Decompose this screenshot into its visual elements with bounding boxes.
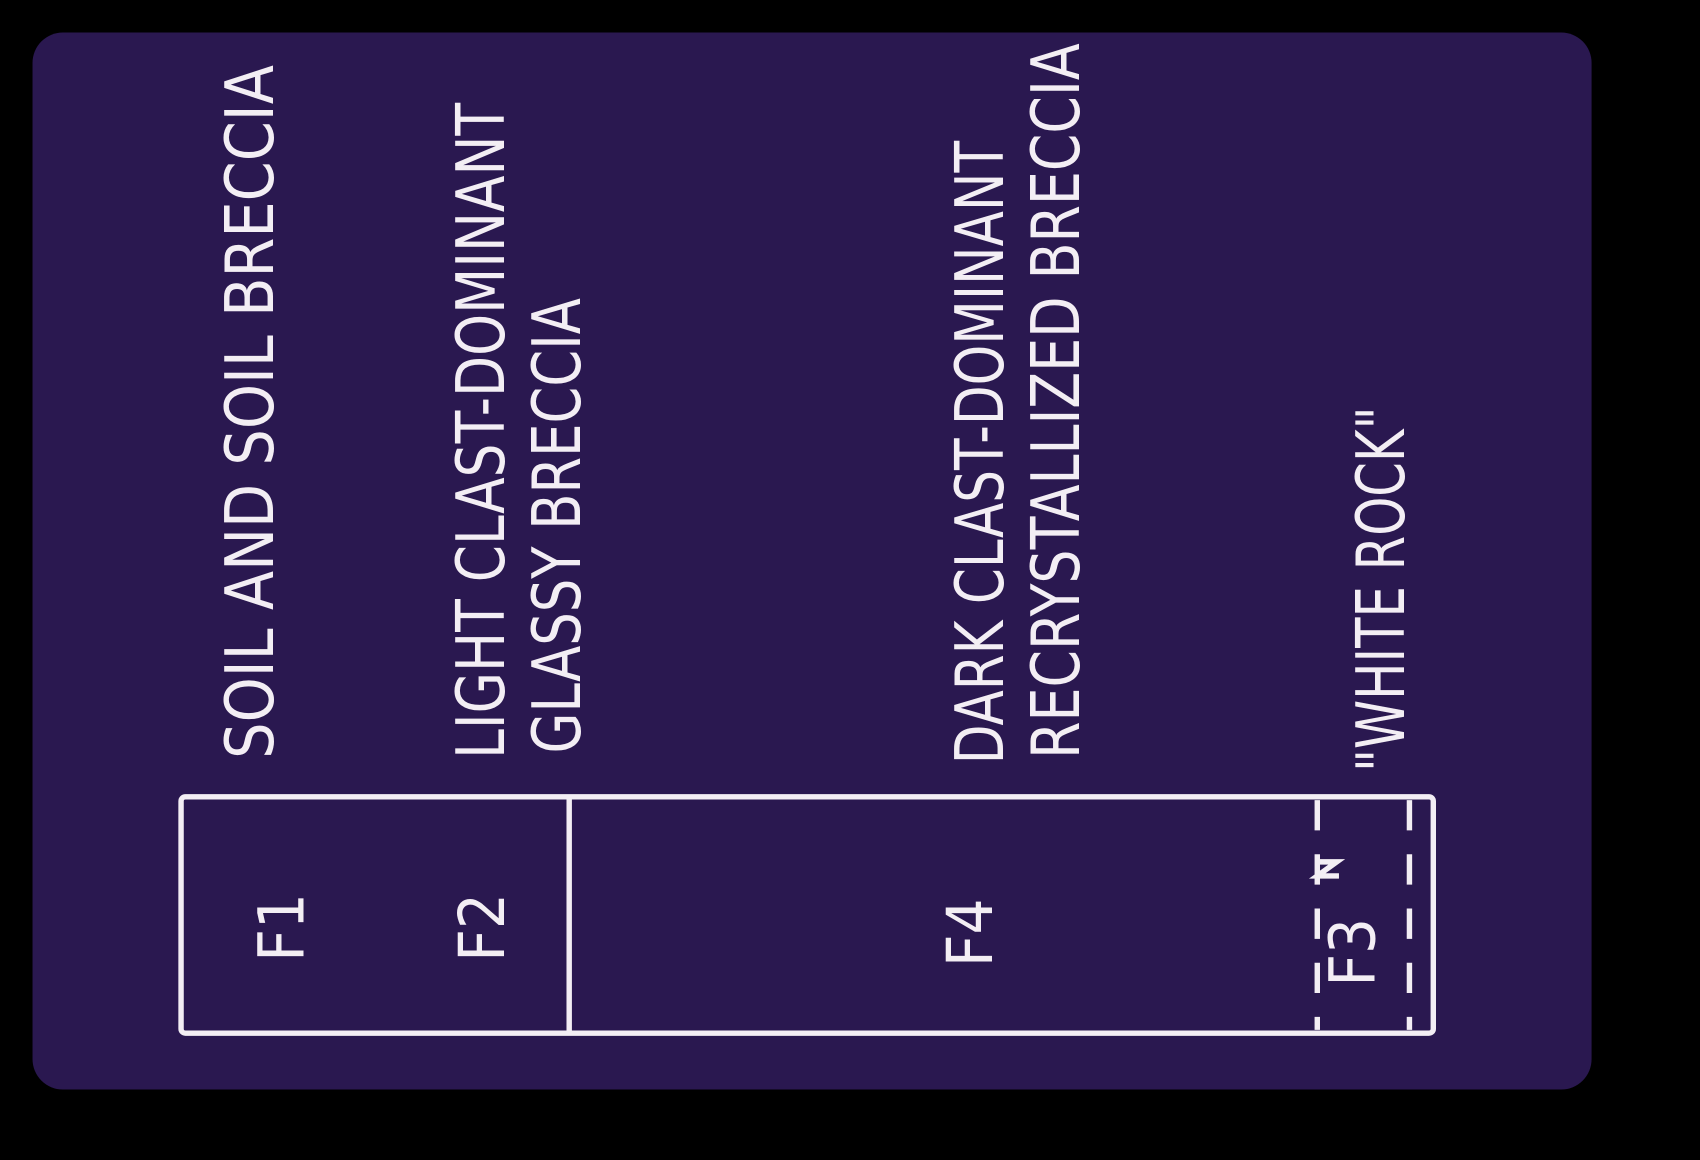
label-dark-clast-line2: RECRYSTALLIZED BRECCIA: [1017, 43, 1095, 759]
code-f4: F4: [934, 898, 1007, 967]
label-white-rock: "WHITE ROCK": [1342, 407, 1420, 772]
label-soil-breccia: SOIL AND SOIL BRECCIA: [211, 65, 289, 759]
label-light-clast-line1: LIGHT CLAST-DOMINANT: [442, 102, 520, 759]
column-codes: F1 F2 F4 F3: [246, 893, 1390, 986]
column-outline: [178, 794, 1437, 1036]
slide-background: [32, 32, 1592, 1090]
code-f2: F2: [446, 893, 519, 962]
label-light-clast-line2: GLASSY BRECCIA: [518, 298, 596, 753]
code-f1: F1: [246, 893, 319, 962]
label-dark-clast-line1: DARK CLAST-DOMINANT: [941, 140, 1019, 764]
code-f3: F3: [1317, 918, 1390, 987]
wavy-mark: [1308, 859, 1346, 879]
stratigraphic-column: [178, 794, 1437, 1036]
unit-labels: SOIL AND SOIL BRECCIA LIGHT CLAST-DOMINA…: [211, 43, 1420, 772]
